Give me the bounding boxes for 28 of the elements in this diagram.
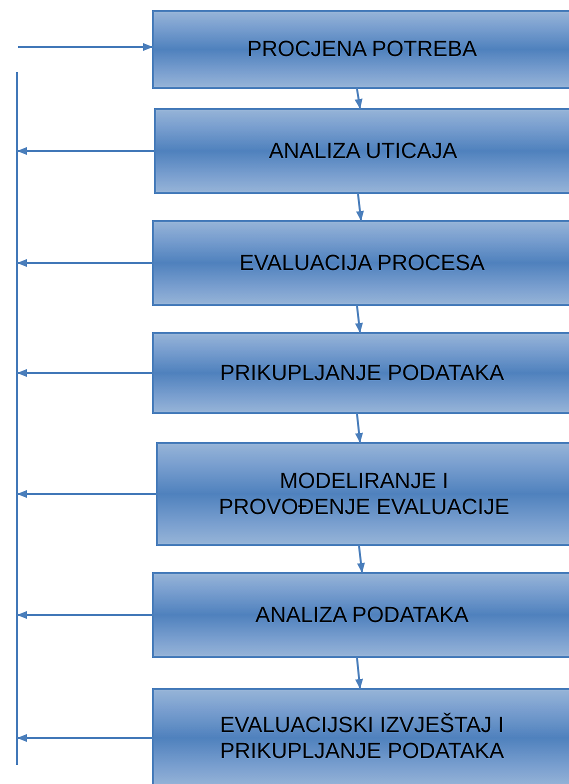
box-label: PROCJENA POTREBA	[246, 36, 478, 63]
vertical-line	[16, 72, 18, 765]
arrow	[18, 43, 153, 51]
arrow	[17, 259, 152, 267]
box-label: MODELIRANJE I PROVOĐENJE EVALUACIJE	[218, 468, 510, 520]
arrow	[357, 546, 365, 573]
arrow	[354, 88, 363, 109]
box-label: EVALUACIJA PROCESA	[238, 250, 486, 276]
process-box	[152, 572, 569, 658]
box-label: PRIKUPLJANJE PODATAKA	[218, 360, 506, 386]
box-label: ANALIZA PODATAKA	[254, 602, 470, 628]
arrow	[355, 306, 363, 333]
arrow	[17, 734, 152, 742]
process-box	[152, 332, 569, 414]
arrow	[356, 194, 364, 221]
process-box	[152, 220, 569, 306]
arrow	[17, 147, 154, 155]
arrow	[355, 414, 364, 443]
process-box	[156, 442, 569, 546]
arrow	[17, 490, 156, 498]
arrow	[17, 611, 152, 619]
box-label: EVALUACIJSKI IZVJEŠTAJ I PRIKUPLJANJE PODATAKA	[218, 712, 506, 764]
arrow	[17, 369, 152, 377]
process-box	[152, 688, 569, 784]
box-label: ANALIZA UTICAJA	[268, 138, 458, 164]
process-box	[154, 108, 569, 194]
process-box	[152, 10, 569, 89]
arrow	[355, 658, 364, 689]
